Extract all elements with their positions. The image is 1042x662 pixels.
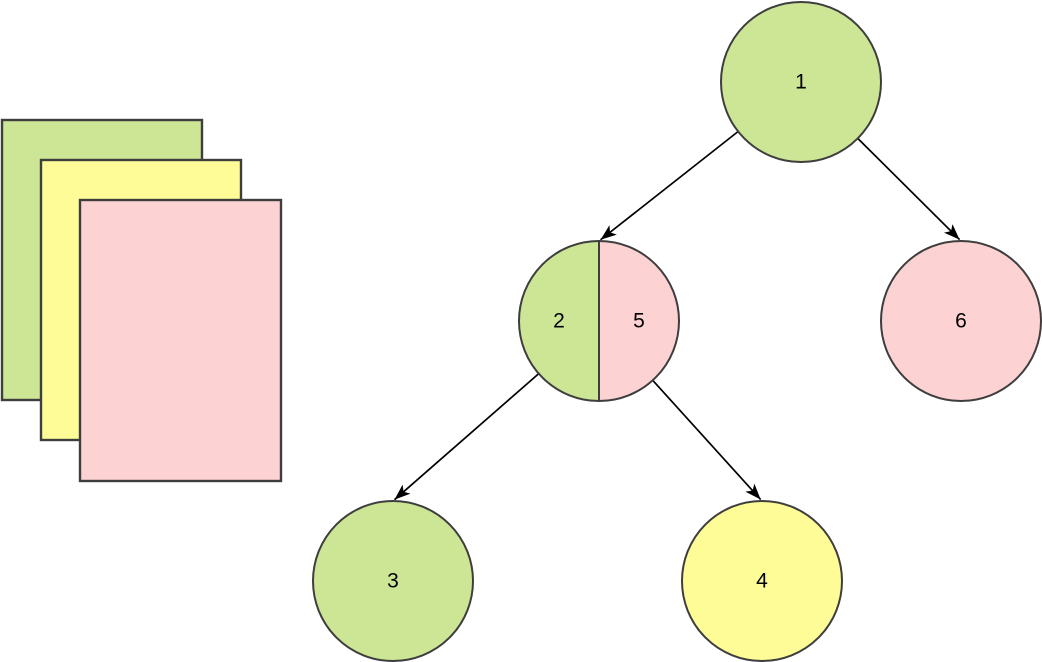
node-label-left: 2: [553, 310, 565, 333]
split-node-left-half: [519, 241, 599, 401]
node-label: 3: [387, 570, 399, 593]
tree-node-6: 6: [880, 240, 1042, 402]
node-label: 6: [955, 310, 967, 333]
node-label: 4: [756, 570, 768, 593]
tree-edge-1-to-6: [857, 137, 961, 241]
tree-node-1: 1: [720, 1, 882, 163]
split-node-outline: [518, 240, 680, 402]
tree-edge-1-to-2_5: [600, 130, 739, 241]
node-circle: [720, 1, 882, 163]
node-circle: [880, 240, 1042, 402]
paper-sheet-pink: [78, 198, 283, 483]
split-node-right-half: [599, 241, 679, 401]
node-label: 1: [795, 71, 807, 94]
tree-node-4: 4: [681, 500, 843, 662]
node-label-right: 5: [633, 310, 645, 333]
tree-edge-2_5-to-3: [393, 372, 540, 501]
tree-node-3: 3: [312, 500, 474, 662]
node-circle: [681, 500, 843, 662]
tree-edge-2_5-to-4: [652, 379, 762, 501]
node-circle: [312, 500, 474, 662]
